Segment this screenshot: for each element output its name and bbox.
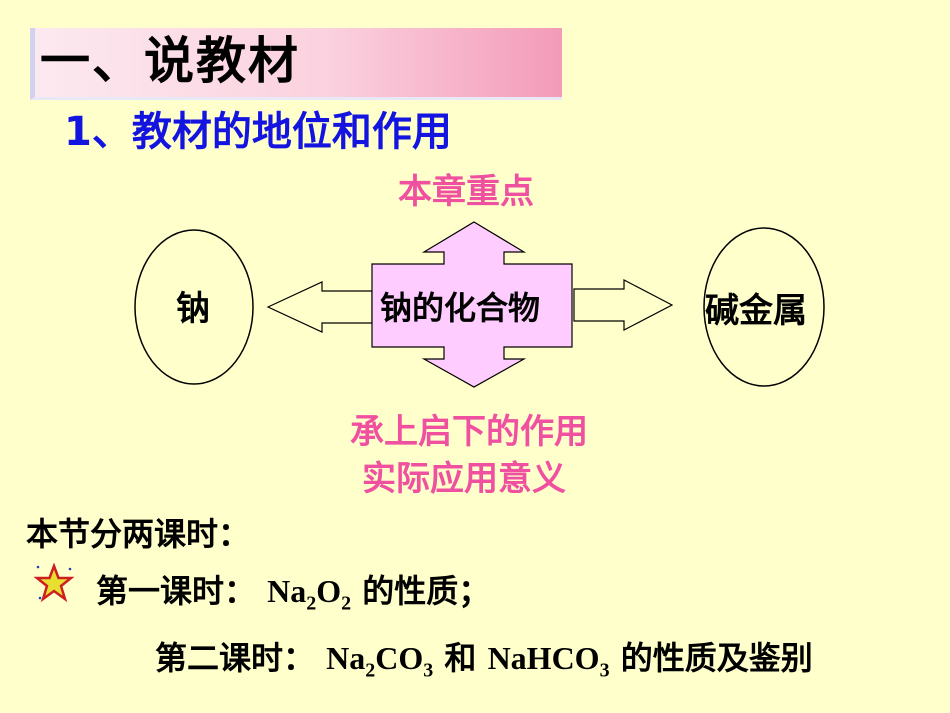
lesson-two-formula-2: NaHCO3 — [487, 640, 610, 682]
right-oval — [703, 227, 825, 387]
slide-title: 一、说教材 — [40, 31, 300, 90]
lesson-one-suffix: 的性质； — [362, 572, 491, 610]
left-arrow-shape — [266, 281, 373, 333]
title-banner — [30, 28, 562, 100]
center-cross-arrow — [371, 221, 573, 388]
lesson-one-formula: Na2O2 — [267, 573, 352, 615]
left-node-label: 钠 — [176, 289, 210, 329]
lesson-two-prefix: 第二课时： — [155, 639, 316, 677]
section-subtitle: 1、教材的地位和作用 — [64, 109, 452, 155]
lessons-intro: 本节分两课时： — [26, 515, 251, 553]
lesson-two-formula-1: Na2CO3 — [326, 640, 434, 682]
lesson-two: 第二课时： Na2CO3 和 NaHCO3 的性质及鉴别 — [155, 642, 813, 680]
star-icon — [34, 563, 74, 603]
lesson-two-connector: 和 — [444, 639, 477, 677]
lesson-two-suffix: 的性质及鉴别 — [620, 639, 813, 677]
top-label: 本章重点 — [398, 172, 534, 212]
bottom-label-1: 承上启下的作用 — [350, 412, 588, 452]
left-oval — [134, 229, 254, 385]
right-node-label: 碱金属 — [705, 291, 807, 331]
right-arrow-shape — [573, 279, 674, 331]
bottom-label-2: 实际应用意义 — [362, 459, 566, 499]
lesson-one: 第一课时： Na2O2 的性质； — [96, 575, 490, 613]
center-node-label: 钠的化合物 — [380, 289, 541, 327]
lesson-one-prefix: 第一课时： — [96, 572, 257, 610]
